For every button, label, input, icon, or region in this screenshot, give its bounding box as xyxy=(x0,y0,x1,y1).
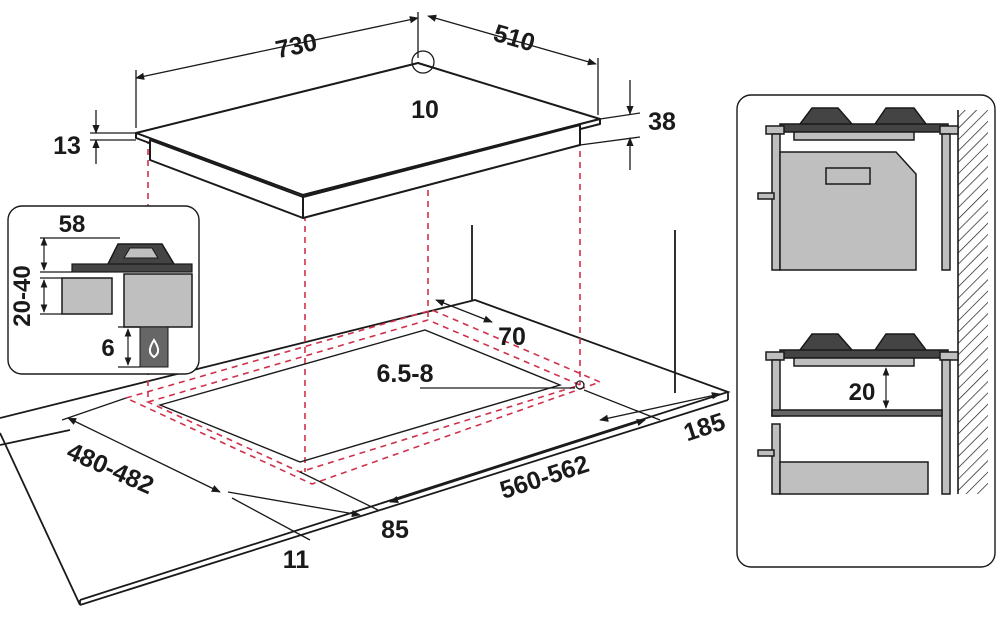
inset-cabinet-sections: 20 xyxy=(736,94,996,568)
label-13: 13 xyxy=(53,132,81,160)
cutout-hole xyxy=(157,329,563,463)
label-6-5-8: 6.5-8 xyxy=(377,360,434,388)
label-70: 70 xyxy=(498,323,526,351)
label-510: 510 xyxy=(490,19,538,57)
hob-appliance xyxy=(135,62,601,219)
label-10: 10 xyxy=(411,96,439,124)
label-6: 6 xyxy=(101,335,114,362)
dimension-lines xyxy=(61,12,721,541)
label-20-40: 20-40 xyxy=(9,265,36,326)
label-11: 11 xyxy=(283,546,310,574)
label-730: 730 xyxy=(273,28,320,64)
label-85: 85 xyxy=(381,516,409,544)
label-20: 20 xyxy=(849,379,876,406)
inset-worktop-section: 58 20-40 6 xyxy=(7,205,200,375)
label-38: 38 xyxy=(648,108,676,136)
label-58: 58 xyxy=(59,211,86,238)
label-480-482: 480-482 xyxy=(63,437,158,500)
